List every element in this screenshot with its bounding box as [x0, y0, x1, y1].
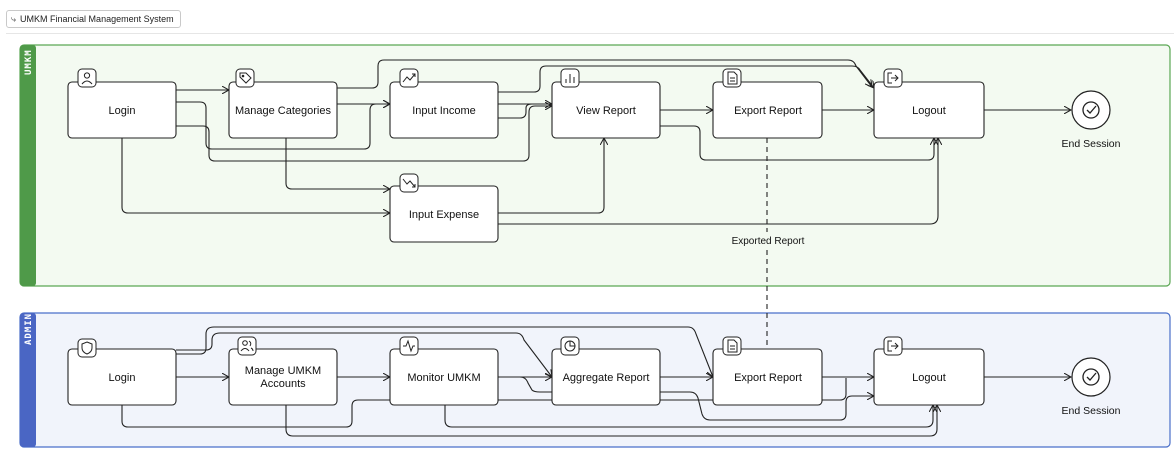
edge-admin-accounts-logout	[285, 405, 937, 437]
activity-icon	[403, 339, 415, 353]
node-label: Input Expense	[409, 209, 479, 221]
node-label-line1: Manage UMKM	[245, 365, 321, 377]
check-circle-icon	[1082, 368, 1100, 386]
edge-income-logout	[498, 65, 874, 93]
edge-login-expense	[121, 138, 390, 213]
node-admin-logout[interactable]: Logout	[873, 336, 985, 406]
node-label: Login	[109, 105, 136, 117]
header-divider	[6, 33, 1174, 34]
end-session-admin: End Session	[1062, 357, 1121, 417]
node-label: Export Report	[734, 372, 802, 384]
lane-admin-bar	[20, 313, 36, 447]
edge-admin-aggregate-logout	[660, 391, 874, 421]
file-text-icon	[727, 339, 738, 353]
lane-umkm-bar	[20, 45, 36, 286]
node-label: Export Report	[734, 105, 802, 117]
node-label: Manage Categories	[235, 105, 332, 117]
edge-admin-monitor-logout	[444, 405, 933, 428]
node-umkm-logout[interactable]: Logout	[873, 68, 985, 139]
end-session-umkm: End Session	[1062, 90, 1121, 150]
edge-expense-view	[498, 138, 604, 214]
logout-icon	[887, 72, 899, 84]
node-admin-export-report[interactable]: Export Report	[712, 336, 823, 406]
node-label: Login	[109, 372, 136, 384]
file-text-icon	[727, 71, 738, 85]
node-umkm-manage-categories[interactable]: Manage Categories	[228, 68, 338, 139]
pie-chart-icon	[564, 340, 576, 352]
node-umkm-login[interactable]: Login	[67, 68, 177, 139]
node-umkm-view-report[interactable]: View Report	[551, 68, 661, 139]
edge-admin-login-aggregate	[176, 332, 552, 377]
tag-icon	[239, 72, 252, 84]
shield-icon	[81, 341, 93, 355]
flow-icon: ⤷	[11, 14, 17, 24]
node-label: Logout	[912, 372, 946, 384]
node-label: View Report	[576, 105, 636, 117]
edge-label-exported-report: Exported Report	[732, 236, 805, 247]
node-admin-login[interactable]: Login	[67, 338, 177, 406]
lane-umkm-body	[19, 44, 1171, 287]
node-label-line2: Accounts	[260, 378, 306, 390]
node-admin-manage-accounts[interactable]: Manage UMKM Accounts	[228, 336, 338, 406]
lane-admin-label: ADMIN	[24, 313, 34, 345]
umkm-edges	[121, 59, 1071, 225]
edge-login-income	[176, 102, 390, 150]
diagram-title: UMKM Financial Management System	[20, 14, 174, 24]
node-admin-aggregate[interactable]: Aggregate Report	[551, 336, 661, 406]
cross-lane-edge: Exported Report	[732, 138, 805, 349]
edge-admin-login-export	[176, 326, 713, 377]
end-session-label: End Session	[1062, 138, 1121, 150]
node-label: Logout	[912, 105, 946, 117]
diagram-title-chip: ⤷ UMKM Financial Management System	[6, 10, 181, 28]
end-session-label: End Session	[1062, 405, 1121, 417]
edge-expense-logout	[498, 138, 938, 225]
lane-umkm: UMKM	[19, 44, 1171, 287]
node-label: Monitor UMKM	[407, 372, 480, 384]
node-umkm-input-income[interactable]: Input Income	[389, 68, 499, 139]
user-icon	[81, 72, 93, 85]
node-umkm-input-expense[interactable]: Input Expense	[389, 173, 499, 243]
node-label: Input Income	[412, 105, 476, 117]
edge-categories-expense	[285, 138, 390, 189]
edge-admin-login-logout-part	[121, 378, 847, 428]
bar-chart-icon	[565, 74, 575, 83]
lane-umkm-label: UMKM	[24, 49, 34, 75]
logout-icon	[887, 340, 899, 352]
check-circle-icon	[1082, 101, 1100, 119]
node-admin-monitor[interactable]: Monitor UMKM	[389, 336, 499, 406]
node-umkm-export-report[interactable]: Export Report	[712, 68, 823, 139]
admin-edges	[121, 326, 1071, 437]
edge-login-view	[176, 106, 552, 162]
edge-categories-logout	[337, 59, 872, 89]
trending-down-icon	[402, 178, 416, 188]
users-icon	[240, 340, 254, 352]
edge-view-logout	[660, 125, 934, 161]
edge-income-aux	[498, 103, 533, 119]
trending-up-icon	[402, 73, 416, 83]
node-label: Aggregate Report	[563, 372, 650, 384]
